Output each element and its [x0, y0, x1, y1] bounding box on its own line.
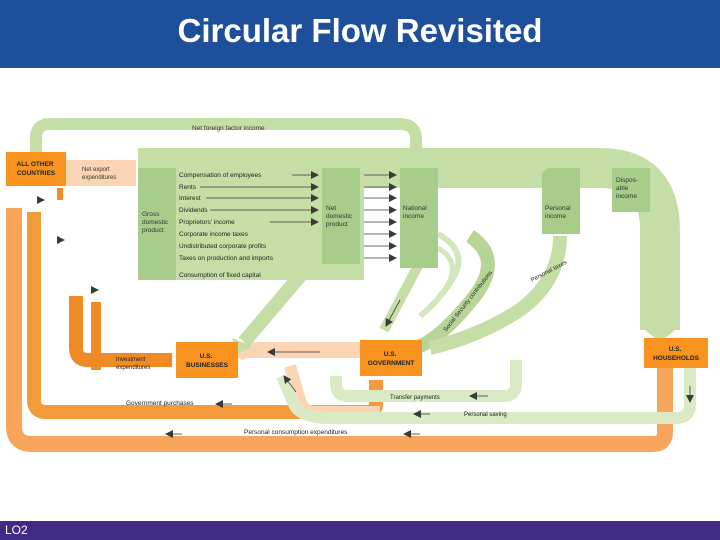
gov-to-business-flow [229, 342, 360, 361]
us-businesses-box [176, 342, 238, 378]
net-foreign-factor-income-label: Net foreign factor income [192, 125, 265, 132]
us-government-label: U.S. GOVERNMENT [368, 351, 415, 367]
transfer-payments-label: Transfer payments [390, 395, 440, 401]
net-foreign-factor-income-flow [30, 118, 422, 160]
taxes-diag-arrow [385, 299, 401, 327]
investment-expenditures-label: Investment expenditures [116, 357, 150, 371]
us-businesses-label: U.S. BUSINESSES [186, 353, 229, 369]
component-proprietors: Proprietors' income [179, 219, 235, 226]
component-arrows [200, 171, 397, 262]
net-export-label: Net export expenditures [82, 167, 116, 181]
ni-to-pi-arrowhead [528, 152, 548, 184]
component-compensation: Compensation of employees [179, 172, 262, 179]
personal-income-label: Personal income [545, 205, 572, 220]
transfer-payments-flow [330, 360, 522, 402]
social-security-flow [417, 230, 495, 353]
gov-arrow-end [51, 236, 65, 251]
component-interest: Interest [179, 195, 201, 202]
saving-diag-arrow [283, 375, 297, 393]
personal-consumption-flow [6, 208, 673, 452]
disposable-income-column [612, 168, 650, 212]
personal-income-column [542, 168, 580, 234]
us-government-box [360, 340, 422, 376]
component-rows: Compensation of employees Rents Interest… [179, 172, 274, 279]
households-arrowhead [640, 326, 680, 342]
investment-expenditures-flow [69, 296, 172, 367]
component-fixed-capital: Consumption of fixed capital [179, 272, 261, 279]
consumption-arrow-end [31, 196, 45, 211]
component-dividends: Dividends [179, 207, 208, 214]
component-undistributed-profits: Undistributed corporate profits [179, 243, 267, 250]
loop-arrows [165, 299, 694, 438]
green-fan-2 [436, 245, 455, 290]
personal-taxes-flow [428, 235, 567, 355]
national-income-label: National income [403, 205, 429, 220]
personal-saving-label: Personal saving [464, 412, 507, 418]
component-rents: Rents [179, 184, 197, 191]
footer-bar: LO2 [0, 521, 720, 540]
us-households-box [644, 338, 708, 368]
slide-title: Circular Flow Revisited [177, 12, 543, 49]
inv-arrow-end [85, 286, 99, 301]
ndp-column [322, 168, 360, 264]
all-other-countries-label: ALL OTHER COUNTRIES [17, 161, 56, 177]
title-bar: Circular Flow Revisited [0, 0, 720, 68]
all-other-countries-box [6, 152, 66, 186]
component-corporate-taxes: Corporate income taxes [179, 231, 249, 238]
ndp-label: Net domestic product [326, 205, 354, 228]
gdp-label: Gross domestic product [142, 211, 170, 234]
gdp-column [138, 168, 176, 280]
national-income-column [400, 168, 438, 268]
personal-saving-flow [276, 366, 696, 424]
fixed-capital-flow [238, 271, 306, 347]
component-taxes-production: Taxes on production and imports [179, 255, 274, 262]
personal-consumption-label: Personal consumption expenditures [244, 429, 348, 436]
government-purchases-label: Government purchases [126, 400, 194, 407]
disposable-income-label: Dispos- able income [616, 177, 640, 200]
us-households-label: U.S. HOUSEHOLDS [653, 346, 700, 362]
learning-objective-label: LO2 [5, 523, 28, 537]
net-export-box [66, 160, 136, 186]
